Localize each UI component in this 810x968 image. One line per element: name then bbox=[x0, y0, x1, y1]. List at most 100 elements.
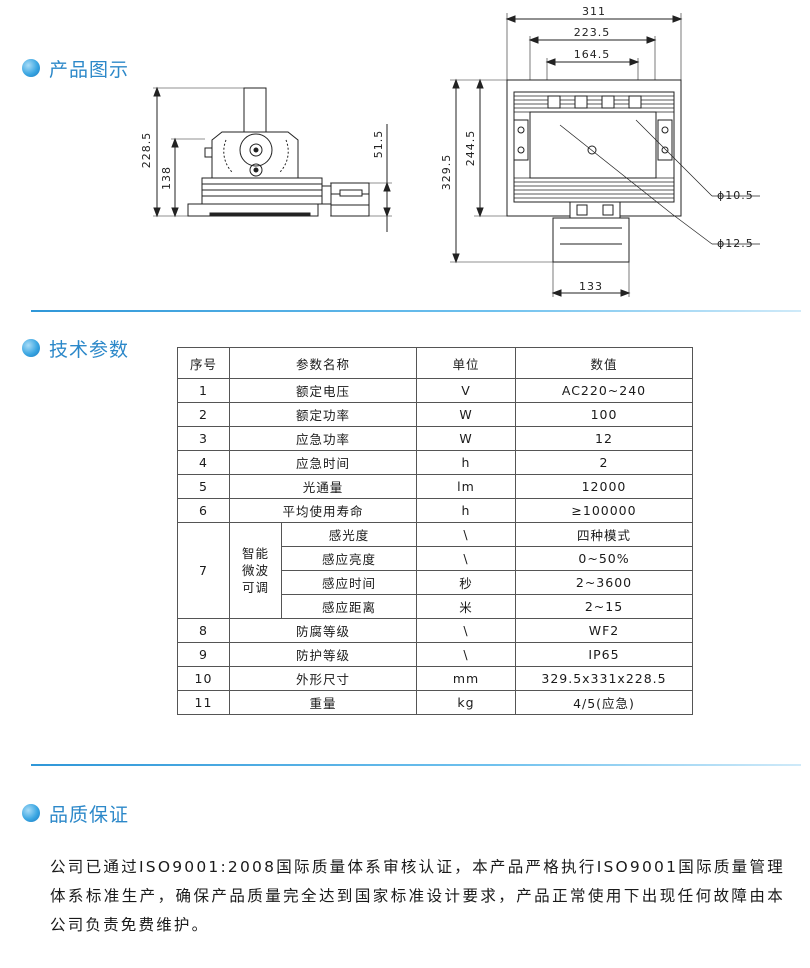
section-quality-title: 品质保证 bbox=[49, 803, 130, 826]
cell-name: 应急功率 bbox=[229, 426, 417, 451]
cell-value: 2~3600 bbox=[515, 570, 693, 595]
table-row: 感应亮度 \ 0~50% bbox=[178, 546, 693, 571]
cell-name: 防护等级 bbox=[229, 642, 417, 667]
dim-front-width-core: 164.5 bbox=[574, 48, 611, 61]
section-tech-title: 技术参数 bbox=[49, 338, 130, 361]
table-row: 3 应急功率 W 12 bbox=[177, 426, 693, 451]
cell-value: 329.5x331x228.5 bbox=[515, 666, 693, 691]
table-row: 10 外形尺寸 mm 329.5x331x228.5 bbox=[177, 666, 693, 691]
divider-line bbox=[31, 764, 801, 766]
dim-side-height-box: 51.5 bbox=[372, 130, 385, 159]
side-view-drawing bbox=[153, 86, 392, 232]
section-quality-header: 品质保证 bbox=[22, 799, 129, 827]
section-bullet-icon bbox=[22, 339, 40, 357]
divider-line bbox=[31, 310, 801, 312]
table-row: 8 防腐等级 \ WF2 bbox=[177, 618, 693, 643]
cell-no: 10 bbox=[177, 666, 230, 691]
cell-unit: h bbox=[416, 450, 516, 475]
cell-unit: W bbox=[416, 402, 516, 427]
cell-unit: h bbox=[416, 498, 516, 523]
cell-no: 1 bbox=[177, 378, 230, 403]
cell-unit: \ bbox=[416, 522, 516, 547]
dim-front-bracket-width: 133 bbox=[579, 280, 603, 293]
cell-unit: mm bbox=[416, 666, 516, 691]
cell-name: 外形尺寸 bbox=[229, 666, 417, 691]
front-view-drawing bbox=[450, 13, 760, 297]
cell-name: 感应时间 bbox=[281, 570, 417, 595]
cell-value: 2~15 bbox=[515, 594, 693, 619]
dim-side-height-body: 138 bbox=[160, 166, 173, 190]
table-row: 2 额定功率 W 100 bbox=[177, 402, 693, 427]
cell-name: 额定电压 bbox=[229, 378, 417, 403]
cell-name: 感光度 bbox=[281, 522, 417, 547]
table-row: 11 重量 kg 4/5(应急) bbox=[177, 690, 693, 715]
dim-front-hole-large: ϕ12.5 bbox=[717, 237, 754, 250]
cell-value: WF2 bbox=[515, 618, 693, 643]
cell-no: 11 bbox=[177, 690, 230, 715]
cell-unit: lm bbox=[416, 474, 516, 499]
cell-no: 5 bbox=[177, 474, 230, 499]
cell-value: 2 bbox=[515, 450, 693, 475]
cell-name: 感应距离 bbox=[281, 594, 417, 619]
cell-no: 2 bbox=[177, 402, 230, 427]
quality-paragraph: 公司已通过ISO9001:2008国际质量体系审核认证，本产品严格执行ISO90… bbox=[50, 858, 785, 934]
cell-no: 3 bbox=[177, 426, 230, 451]
dim-front-hole-small: ϕ10.5 bbox=[717, 189, 754, 202]
cell-name: 感应亮度 bbox=[281, 546, 417, 571]
cell-no: 9 bbox=[177, 642, 230, 667]
cell-unit: 秒 bbox=[416, 570, 516, 595]
cell-value: 0~50% bbox=[515, 546, 693, 571]
cell-value: 100 bbox=[515, 402, 693, 427]
table-row: 6 平均使用寿命 h ≥100000 bbox=[177, 498, 693, 523]
dim-side-height-total: 228.5 bbox=[140, 132, 153, 169]
table-row: 5 光通量 lm 12000 bbox=[177, 474, 693, 499]
cell-value: 四种模式 bbox=[515, 522, 693, 547]
table-row: 1 额定电压 V AC220~240 bbox=[177, 378, 693, 403]
cell-no: 6 bbox=[177, 498, 230, 523]
cell-value: IP65 bbox=[515, 642, 693, 667]
cell-value: 4/5(应急) bbox=[515, 690, 693, 715]
cell-name: 光通量 bbox=[229, 474, 417, 499]
cell-unit: \ bbox=[416, 546, 516, 571]
table-row: 4 应急时间 h 2 bbox=[177, 450, 693, 475]
section-product-title: 产品图示 bbox=[49, 58, 130, 81]
header-no: 序号 bbox=[177, 347, 230, 379]
group-label-line: 可调 bbox=[241, 580, 269, 595]
cell-value: ≥100000 bbox=[515, 498, 693, 523]
cell-name: 应急时间 bbox=[229, 450, 417, 475]
cell-unit: W bbox=[416, 426, 516, 451]
cell-unit: V bbox=[416, 378, 516, 403]
cell-name: 重量 bbox=[229, 690, 417, 715]
cell-value: 12000 bbox=[515, 474, 693, 499]
cell-name: 防腐等级 bbox=[229, 618, 417, 643]
group-label-line: 微波 bbox=[241, 563, 269, 578]
cell-value: AC220~240 bbox=[515, 378, 693, 403]
spec-table: 序号 参数名称 单位 数值 1 额定电压 V AC220~240 2 额定功率 … bbox=[177, 347, 693, 715]
dim-front-height-total: 329.5 bbox=[440, 154, 453, 191]
dim-front-width-total: 311 bbox=[582, 5, 606, 18]
cell-no: 7 bbox=[177, 522, 230, 619]
cell-no: 8 bbox=[177, 618, 230, 643]
section-bullet-icon bbox=[22, 804, 40, 822]
cell-group-label: 智能 微波 可调 bbox=[229, 522, 282, 619]
header-name: 参数名称 bbox=[229, 347, 417, 379]
cell-unit: 米 bbox=[416, 594, 516, 619]
dim-front-width-inner: 223.5 bbox=[574, 26, 611, 39]
dim-front-height-body: 244.5 bbox=[464, 130, 477, 167]
header-value: 数值 bbox=[515, 347, 693, 379]
cell-name: 额定功率 bbox=[229, 402, 417, 427]
cell-value: 12 bbox=[515, 426, 693, 451]
header-unit: 单位 bbox=[416, 347, 516, 379]
cell-unit: \ bbox=[416, 618, 516, 643]
group-label-line: 智能 bbox=[241, 546, 269, 561]
spec-table-header-row: 序号 参数名称 单位 数值 bbox=[177, 347, 693, 379]
table-row: 7 智能 微波 可调 感光度 \ 四种模式 bbox=[177, 522, 693, 619]
table-row: 9 防护等级 \ IP65 bbox=[177, 642, 693, 667]
cell-name: 平均使用寿命 bbox=[229, 498, 417, 523]
section-bullet-icon bbox=[22, 59, 40, 77]
table-row: 感应距离 米 2~15 bbox=[178, 594, 693, 619]
cell-unit: \ bbox=[416, 642, 516, 667]
section-tech-header: 技术参数 bbox=[22, 334, 129, 362]
cell-unit: kg bbox=[416, 690, 516, 715]
section-product-header: 产品图示 bbox=[22, 54, 129, 82]
